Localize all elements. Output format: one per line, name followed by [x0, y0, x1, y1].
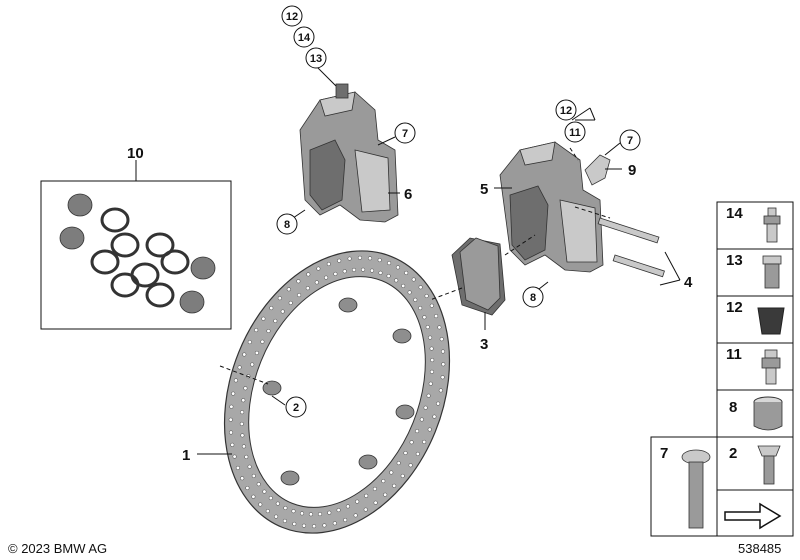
label-9: 9	[628, 162, 636, 179]
svg-text:8: 8	[284, 219, 290, 231]
legend-item-14: 14	[716, 201, 794, 250]
callout-8-left: 8	[276, 213, 298, 235]
svg-text:7: 7	[660, 445, 668, 462]
callout-13: 13	[305, 47, 327, 69]
disc-drill-holes	[228, 255, 446, 529]
svg-text:13: 13	[726, 252, 743, 269]
label-4: 4	[684, 274, 693, 291]
svg-text:11: 11	[569, 127, 581, 139]
label-5: 5	[480, 181, 488, 198]
callout-11: 11	[564, 121, 586, 143]
legend-item-2: 2	[716, 436, 794, 491]
svg-text:8: 8	[530, 292, 536, 304]
svg-text:7: 7	[402, 128, 408, 140]
callout-12-right: 12	[555, 99, 577, 121]
callout-14: 14	[293, 26, 315, 48]
label-10: 10	[127, 145, 144, 162]
callout-8-right: 8	[522, 286, 544, 308]
legend-item-8: 8	[716, 389, 794, 438]
svg-text:13: 13	[310, 53, 322, 65]
brake-pads	[451, 237, 506, 316]
svg-text:8: 8	[729, 399, 737, 416]
legend-item-13: 13	[716, 248, 794, 297]
brake-caliper-right	[499, 141, 604, 273]
legend-item-12: 12	[716, 295, 794, 344]
brake-disc	[223, 250, 451, 534]
callout-12-top: 12	[281, 5, 303, 27]
callout-7-left: 7	[394, 122, 416, 144]
legend-arrow-panel[interactable]	[716, 489, 794, 537]
part-labels: 1 3 4 5 6 9 10	[127, 145, 693, 464]
leader-lines	[197, 65, 681, 455]
svg-text:12: 12	[560, 105, 572, 117]
svg-text:7: 7	[627, 135, 633, 147]
legend-item-7: 7	[650, 436, 718, 537]
circled-callouts: 2 7 7 8 8 12 14 13 12 11	[276, 5, 641, 418]
label-6: 6	[404, 186, 412, 203]
svg-text:2: 2	[293, 402, 299, 414]
svg-text:2: 2	[729, 445, 737, 462]
svg-text:12: 12	[726, 299, 743, 316]
brake-caliper-left	[299, 83, 399, 223]
svg-text:11: 11	[726, 346, 742, 363]
legend-panels: 14 13 12 11 8	[650, 201, 794, 537]
callout-7-right: 7	[619, 129, 641, 151]
legend-item-11: 11	[716, 342, 794, 391]
svg-text:14: 14	[726, 205, 743, 222]
copyright-text: © 2023 BMW AG	[8, 541, 107, 556]
disc-carrier-tabs	[262, 297, 415, 486]
repair-kit-box	[40, 160, 232, 330]
svg-text:14: 14	[298, 32, 311, 44]
mounting-bolts	[597, 217, 665, 278]
label-1: 1	[182, 447, 190, 464]
svg-text:12: 12	[286, 11, 298, 23]
diagram-number: 538485	[738, 541, 781, 556]
callout-2: 2	[285, 396, 307, 418]
retaining-clip	[584, 154, 611, 186]
arrow-icon	[724, 502, 782, 530]
label-3: 3	[480, 336, 488, 353]
